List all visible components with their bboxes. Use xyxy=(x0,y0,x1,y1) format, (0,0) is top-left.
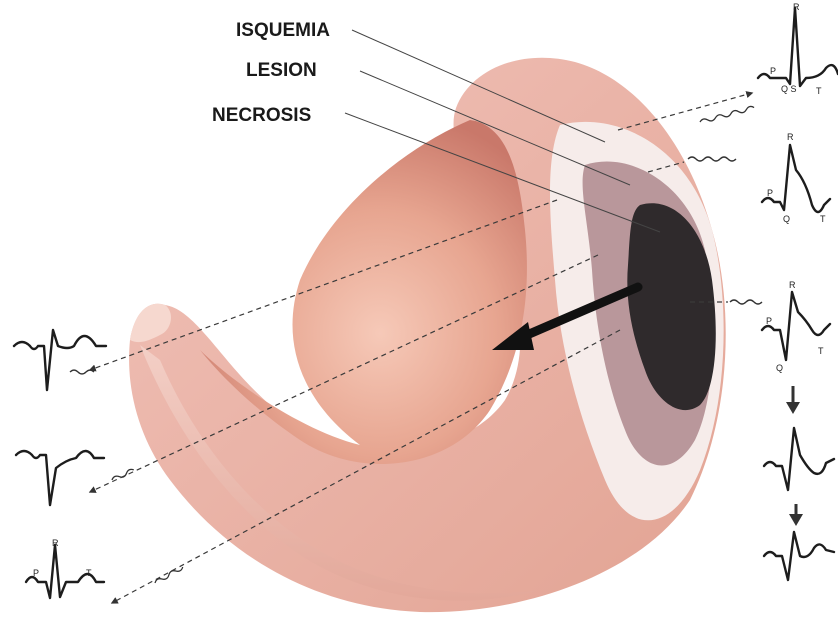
ecg3-t: T xyxy=(818,346,824,356)
ecg1-p: P xyxy=(770,66,776,76)
wavy-3 xyxy=(730,300,762,304)
ecg6-p: P xyxy=(33,568,39,578)
ecg3-q: Q xyxy=(776,363,783,373)
wavy-1 xyxy=(699,106,754,124)
label-lesion: LESION xyxy=(246,60,317,81)
wavy-6 xyxy=(154,565,184,584)
ecg-right-2: R P Q T xyxy=(762,132,830,224)
ecg1-r: R xyxy=(793,2,800,12)
ecg2-r: R xyxy=(787,132,794,142)
ecg-left-3: R P T xyxy=(26,538,104,598)
ecg-right-4 xyxy=(764,428,834,490)
wavy-4 xyxy=(70,370,94,374)
ecg6-t: T xyxy=(86,568,92,578)
ecg-right-1: R P Q S T xyxy=(758,2,838,96)
ecg2-p: P xyxy=(767,188,773,198)
ecg3-p: P xyxy=(766,316,772,326)
label-isquemia: ISQUEMIA xyxy=(236,20,330,41)
down-arrow-2 xyxy=(789,504,803,526)
wavy-5 xyxy=(111,468,134,482)
wavy-2 xyxy=(688,157,736,161)
ecg-right-3: R P Q T xyxy=(762,280,830,373)
down-arrow-1 xyxy=(786,386,800,414)
ecg-left-1 xyxy=(14,330,106,390)
ecg-left-2 xyxy=(16,451,104,505)
ecg2-q: Q xyxy=(783,214,790,224)
ecg6-r: R xyxy=(52,538,59,548)
ecg1-qs: Q S xyxy=(781,84,797,94)
ecg3-r: R xyxy=(789,280,796,290)
ecg1-t: T xyxy=(816,86,822,96)
ecg2-t: T xyxy=(820,214,826,224)
label-necrosis: NECROSIS xyxy=(212,105,311,126)
ecg-right-5 xyxy=(764,532,834,580)
